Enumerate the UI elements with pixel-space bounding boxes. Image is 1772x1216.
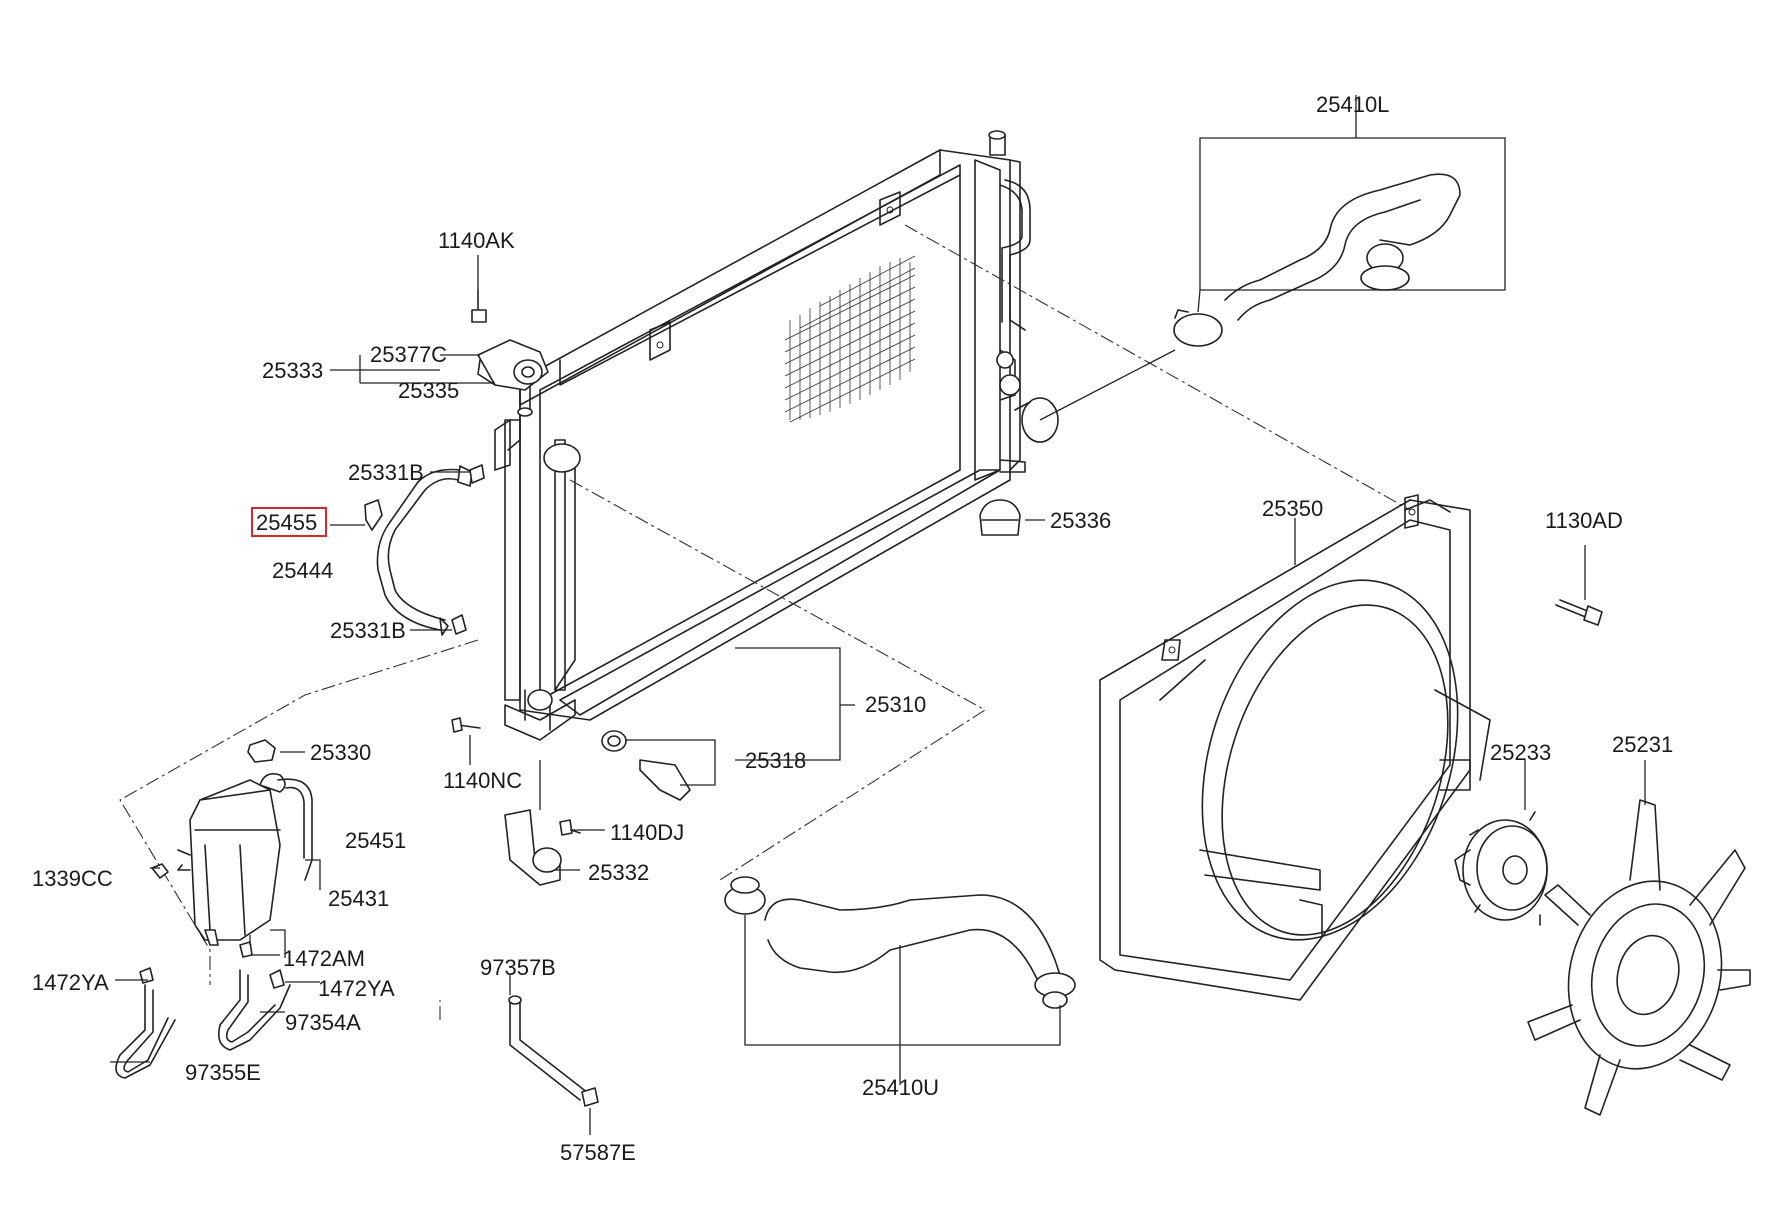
- radiator-assembly: [494, 130, 1059, 741]
- label-25444[interactable]: 25444: [272, 558, 333, 583]
- label-25332[interactable]: 25332: [588, 860, 649, 885]
- label-25451[interactable]: 25451: [345, 828, 406, 853]
- fan-shroud: [1099, 494, 1491, 1001]
- leader-lines: [110, 518, 1296, 1063]
- label-25377C[interactable]: 25377C: [370, 342, 447, 367]
- lower-hose-group: [724, 876, 1076, 1085]
- label-97355E[interactable]: 97355E: [185, 1060, 261, 1085]
- highlight-box-25455: [251, 507, 327, 537]
- label-25350[interactable]: 25350: [1262, 496, 1323, 521]
- overflow-hose-25444: [376, 465, 473, 636]
- label-25333[interactable]: 25333: [262, 358, 323, 383]
- lower-mount-bracket: [504, 760, 581, 886]
- reservoir-tank: [177, 772, 321, 946]
- label-1140NC[interactable]: 1140NC: [443, 768, 522, 793]
- label-25410U[interactable]: 25410U: [862, 1075, 939, 1100]
- hose-clip-25455: [330, 499, 383, 531]
- label-1472YA-left[interactable]: 1472YA: [32, 970, 109, 995]
- label-25231[interactable]: 25231: [1612, 732, 1673, 757]
- label-1472AM[interactable]: 1472AM: [283, 946, 365, 971]
- bolt-1140NC: [451, 717, 481, 765]
- part-labels: 1140AK 25377C 25333 25335 25331B 25455 2…: [32, 92, 1673, 1165]
- upper-hose-group: [1039, 95, 1506, 421]
- label-25410L[interactable]: 25410L: [1316, 92, 1389, 117]
- label-97354A[interactable]: 97354A: [285, 1010, 361, 1035]
- fan-clutch: [1454, 760, 1548, 926]
- label-25233[interactable]: 25233: [1490, 740, 1551, 765]
- cap-25330: [247, 739, 305, 763]
- radiator-cap-25336: [979, 499, 1021, 536]
- label-97357B[interactable]: 97357B: [480, 955, 556, 980]
- label-25330[interactable]: 25330: [310, 740, 371, 765]
- hose-clip-25331B-top: [430, 464, 485, 484]
- label-1130AD[interactable]: 1130AD: [1545, 508, 1623, 533]
- label-1339CC[interactable]: 1339CC: [32, 866, 113, 891]
- drain-plug-25318: [601, 730, 716, 801]
- radiator-core-mesh: [784, 255, 916, 423]
- hose-clip-25331B-bottom: [410, 614, 467, 635]
- label-25331B-bottom[interactable]: 25331B: [330, 618, 406, 643]
- upper-mount-bracket: [330, 255, 549, 391]
- label-25336[interactable]: 25336: [1050, 508, 1111, 533]
- label-25431[interactable]: 25431: [328, 886, 389, 911]
- lower-small-hoses: [115, 941, 291, 1079]
- label-1472YA-right[interactable]: 1472YA: [318, 976, 395, 1001]
- label-25335[interactable]: 25335: [398, 378, 459, 403]
- label-25310[interactable]: 25310: [865, 692, 926, 717]
- drain-hose-97357B: [508, 995, 599, 1135]
- bolt-1130AD: [1555, 545, 1603, 626]
- cooling-fan: [1527, 760, 1751, 1116]
- label-1140DJ[interactable]: 1140DJ: [610, 820, 684, 845]
- label-25318[interactable]: 25318: [745, 748, 806, 773]
- label-57587E[interactable]: 57587E: [560, 1140, 636, 1165]
- label-25331B-top[interactable]: 25331B: [348, 460, 424, 485]
- label-1140AK[interactable]: 1140AK: [438, 228, 515, 253]
- reference-dash-lines: [119, 224, 1411, 1020]
- label-25455[interactable]: 25455: [256, 510, 317, 535]
